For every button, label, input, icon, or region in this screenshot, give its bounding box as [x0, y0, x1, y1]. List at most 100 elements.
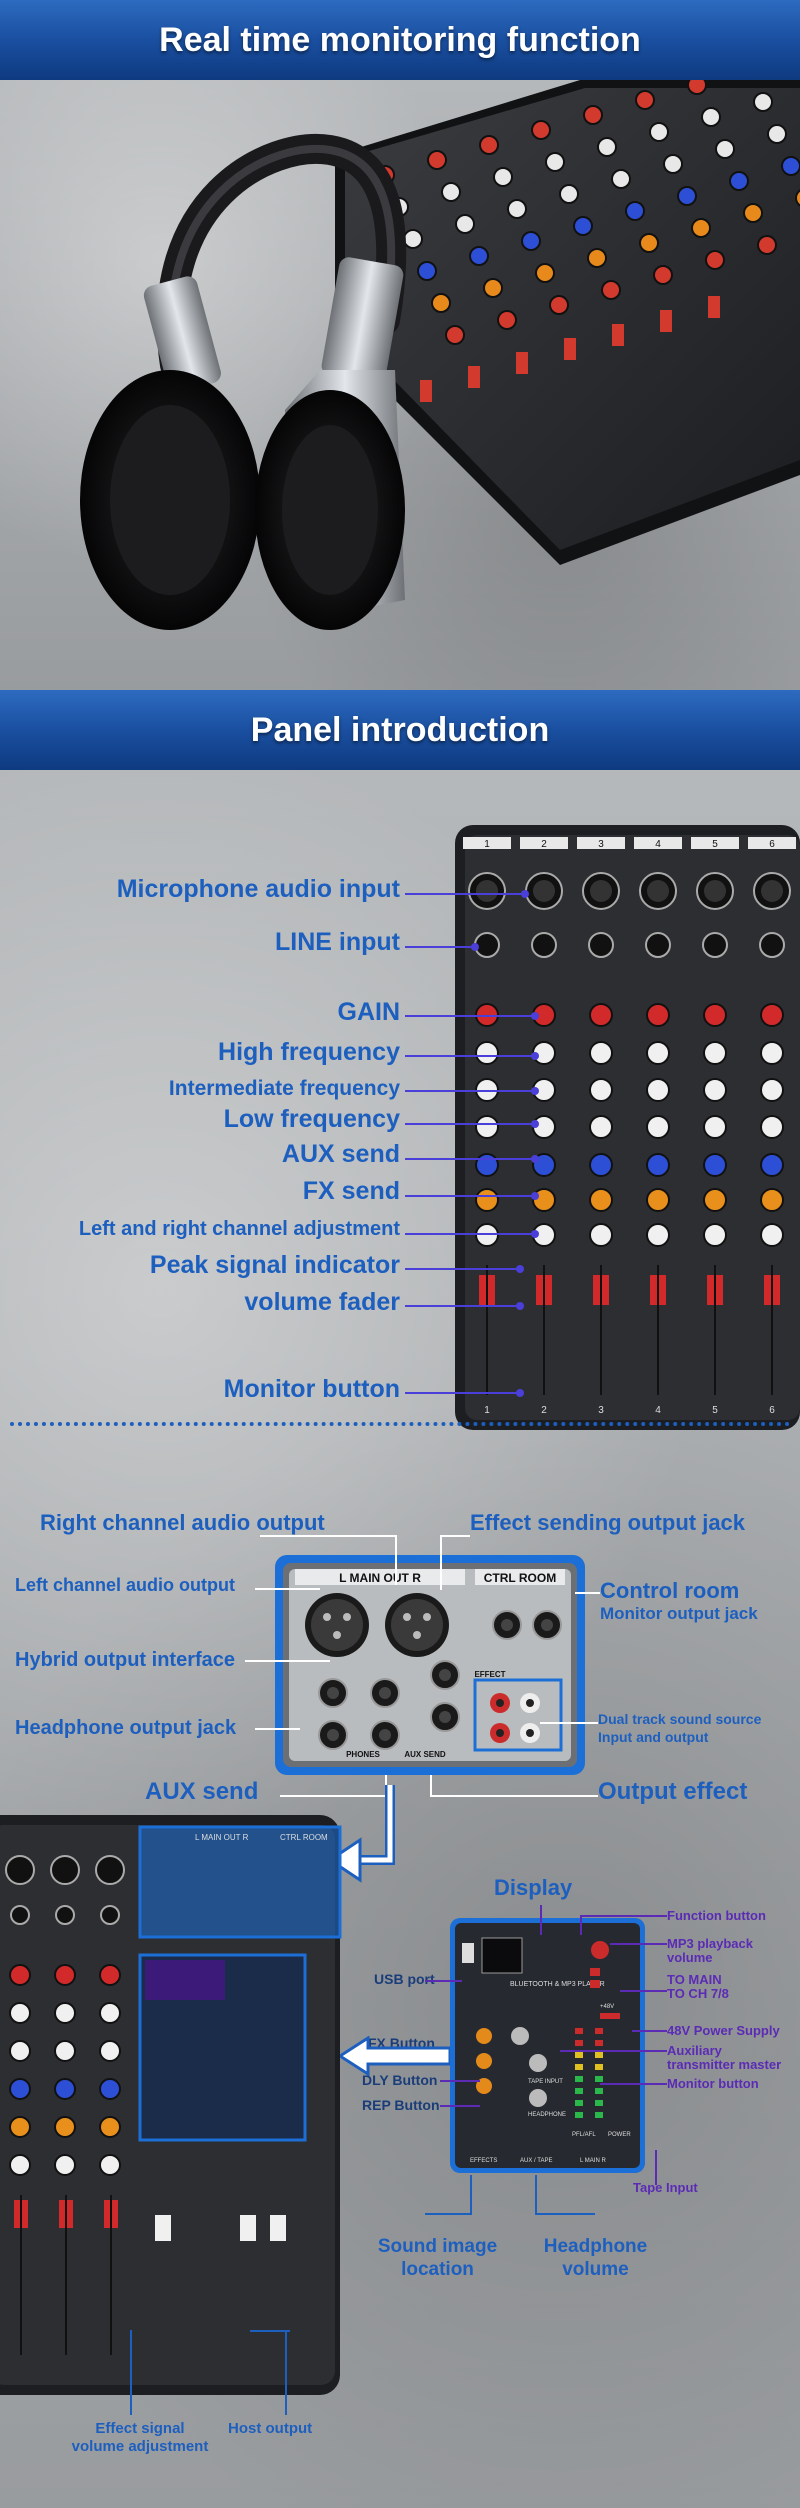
knob	[521, 231, 541, 251]
fader-track	[714, 1265, 716, 1395]
leader-line	[440, 1535, 442, 1590]
knob	[653, 265, 673, 285]
effects-text: EFFECTS	[470, 2158, 497, 2164]
label-function-button: Function button	[667, 1908, 766, 1923]
knob	[760, 1003, 784, 1027]
leader-dot	[531, 1230, 539, 1238]
label-aux-send-out: AUX send	[145, 1778, 259, 1805]
leader-line	[395, 1535, 397, 1585]
fader-track	[486, 1265, 488, 1395]
leader-line	[540, 1722, 598, 1724]
fader-cap	[155, 2215, 171, 2241]
knob	[646, 1003, 670, 1027]
knob	[54, 2078, 76, 2100]
knob	[646, 1041, 670, 1065]
leader-line	[280, 1795, 385, 1797]
leader-dot	[531, 1192, 539, 1200]
meter-led	[595, 2064, 603, 2070]
leader-line	[260, 1535, 395, 1537]
xlr-inner	[647, 880, 669, 902]
knob	[646, 1153, 670, 1177]
leader-line	[405, 1055, 535, 1057]
label-to-main-1: TO MAIN	[667, 1972, 722, 1987]
xlr-input	[5, 1855, 35, 1885]
leader-dot	[531, 1087, 539, 1095]
knob	[431, 293, 451, 313]
phones-text: PHONES	[346, 1750, 380, 1759]
label-usb-port: USB port	[374, 1971, 435, 1987]
fader-track	[110, 2195, 112, 2355]
fader-track	[657, 1265, 659, 1395]
knob	[54, 2040, 76, 2062]
leader-dot	[531, 1012, 539, 1020]
leader-line	[250, 2330, 290, 2332]
ctrl-room-text: CTRL ROOM	[484, 1571, 556, 1585]
channel-number-bottom: 4	[655, 1405, 661, 1416]
knob	[589, 1115, 613, 1139]
knob	[760, 1188, 784, 1212]
knob	[646, 1115, 670, 1139]
leader-line	[620, 1990, 667, 1992]
xlr-inner	[704, 880, 726, 902]
channel-number-box	[748, 837, 796, 849]
meter-led	[575, 2028, 583, 2034]
leader-line	[245, 1660, 330, 1662]
xlr-inner	[761, 880, 783, 902]
headphone-text: HEADPHONE	[528, 2112, 566, 2118]
knob	[691, 218, 711, 238]
knob	[9, 2002, 31, 2024]
leader-dot	[521, 890, 529, 898]
leader-dot	[471, 943, 479, 951]
meter-led	[575, 2040, 583, 2046]
leader-line	[405, 1195, 535, 1197]
tape-input-text: TAPE INPUT	[528, 2079, 563, 2085]
leader-line	[535, 2213, 595, 2215]
knob	[441, 182, 461, 202]
knob	[54, 2116, 76, 2138]
leader-line	[285, 2330, 287, 2415]
leader-line	[655, 2150, 657, 2185]
fader-track	[600, 1265, 602, 1395]
pfl-text: PFL/AFL	[572, 2132, 596, 2138]
leader-line	[440, 1535, 470, 1537]
xlr-input	[50, 1855, 80, 1885]
effect-text: EFFECT	[474, 1670, 505, 1679]
channel-number-bottom: 5	[712, 1405, 718, 1416]
channel-number-box	[520, 837, 568, 849]
leader-line	[632, 2030, 667, 2032]
main-out-text: L MAIN OUT R	[339, 1571, 421, 1585]
leader-line	[405, 1123, 535, 1125]
leader-line	[425, 2213, 470, 2215]
leader-line	[425, 1980, 462, 1982]
leader-line	[130, 2330, 132, 2415]
fader-cap	[564, 338, 576, 360]
channel-number-box	[463, 837, 511, 849]
label-aux-master-1: Auxiliary	[667, 2043, 722, 2058]
knob	[475, 1115, 499, 1139]
label-effect-signal-1: Effect signal	[95, 2420, 185, 2437]
leader-line	[535, 2175, 537, 2215]
xlr-input	[95, 1855, 125, 1885]
meter-led	[595, 2040, 603, 2046]
label-lr-adjustment: Left and right channel adjustment	[78, 1218, 400, 1240]
xlr-jacks	[305, 1593, 449, 1657]
leader-line	[405, 1305, 520, 1307]
line-input	[531, 932, 557, 958]
arrow-down-left-icon	[330, 1785, 395, 1883]
label-left-channel-out: Left channel audio output	[15, 1575, 235, 1595]
knob	[715, 139, 735, 159]
xlr-inner	[533, 880, 555, 902]
knob	[635, 90, 655, 110]
aux-send-text: AUX SEND	[404, 1750, 446, 1759]
knob	[703, 1153, 727, 1177]
power-text: POWER	[608, 2132, 631, 2138]
trs-jack-inner	[379, 1729, 391, 1741]
main-out-small-text: L MAIN OUT R	[195, 1833, 249, 1842]
leader-dot	[516, 1265, 524, 1273]
meter-led	[595, 2100, 603, 2106]
xlr-inner	[590, 880, 612, 902]
leader-line	[610, 1943, 667, 1945]
knob	[795, 189, 800, 207]
aux-tape-text: AUX / TAPE	[520, 2158, 552, 2164]
